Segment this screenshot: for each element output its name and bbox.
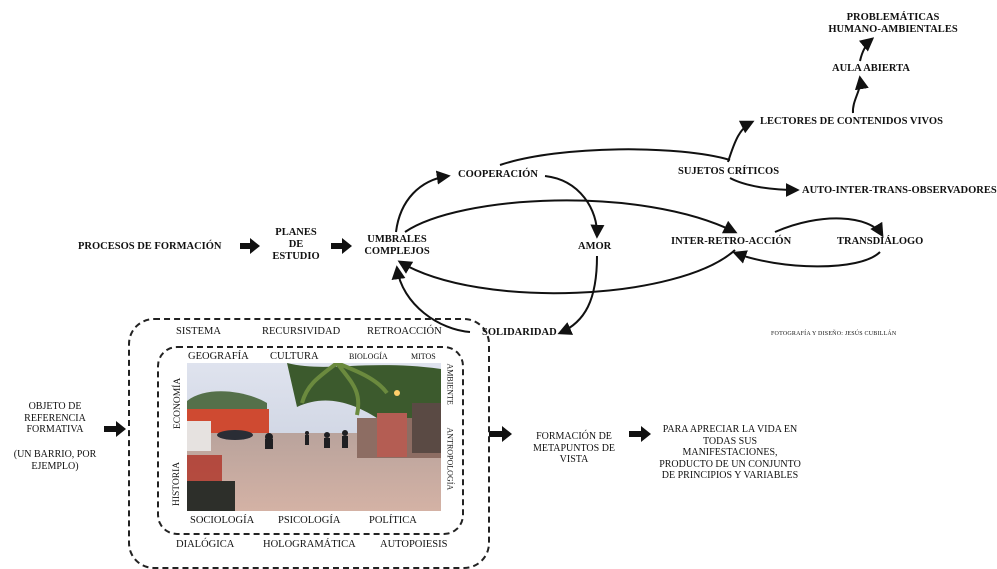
ring-sociologia: SOCIOLOGÍA xyxy=(190,515,255,526)
block-arrows xyxy=(104,238,651,442)
arrow-amor-solidaridad xyxy=(557,255,598,335)
arrow-cooperacion-amor xyxy=(544,175,605,239)
label-cooperacion: COOPERACIÓN xyxy=(458,169,538,180)
objeto-title: OBJETO DE REFERENCIA FORMATIVA xyxy=(24,401,86,435)
ring-ambiente: AMBIENTE xyxy=(445,363,455,405)
label-sujetos-criticos: SUJETOS CRÍTICOS xyxy=(678,166,780,177)
label-inter-retro: INTER-RETRO-ACCIÓN xyxy=(671,236,792,247)
label-umbrales: UMBRALES COMPLEJOS xyxy=(364,234,430,257)
ring-geografia: GEOGRAFÍA xyxy=(188,351,249,362)
connector-lines xyxy=(104,37,884,442)
ring-politica: POLÍTICA xyxy=(369,515,417,526)
block-arrow-procesos-planes xyxy=(240,238,260,254)
label-planes: PLANES DE ESTUDIO xyxy=(272,227,320,262)
label-aula-abierta: AULA ABIERTA xyxy=(832,63,910,74)
arrow-sujetos-lectores xyxy=(727,120,755,163)
label-lectores: LECTORES DE CONTENIDOS VIVOS xyxy=(760,116,943,127)
neighborhood-scene xyxy=(187,363,441,511)
ring-retroaccion: RETROACCIÓN xyxy=(367,326,442,337)
block-arrow-formacion-apreciar xyxy=(629,426,651,442)
block-arrow-objeto-box xyxy=(104,421,126,437)
arrow-umbrales-cooperacion xyxy=(395,170,451,233)
ring-autopoiesis: AUTOPOIESIS xyxy=(380,539,448,550)
ring-biologia: BIOLOGÍA xyxy=(349,352,388,361)
ring-historia: HISTORIA xyxy=(172,461,182,506)
label-procesos: PROCESOS DE FORMACIÓN xyxy=(78,241,222,252)
ring-psicologia: PSICOLOGÍA xyxy=(278,515,341,526)
arrow-cooperacion-sujetos xyxy=(499,148,731,166)
neighborhood-photo xyxy=(187,363,441,511)
ring-recursividad: RECURSIVIDAD xyxy=(262,326,341,337)
arrow-aula-problematicas xyxy=(858,37,875,62)
ring-cultura: CULTURA xyxy=(270,351,319,362)
arrow-interretro-transdialogo xyxy=(774,217,884,238)
label-auto-inter: AUTO-INTER-TRANS-OBSERVADORES xyxy=(802,185,997,196)
arrow-umbrales-interretro xyxy=(404,199,738,234)
label-solidaridad: SOLIDARIDAD xyxy=(482,327,557,338)
inner-dashed-frame xyxy=(157,346,464,535)
label-transdialogo: TRANSDIÁLOGO xyxy=(837,236,924,247)
ring-antropologia: ANTROPOLOGÍA xyxy=(445,427,455,491)
ring-mitos: MITOS xyxy=(411,352,436,361)
ring-hologramatica: HOLOGRAMÁTICA xyxy=(263,539,356,550)
arrow-solidaridad-umbrales xyxy=(391,265,471,333)
arrow-transdialogo-interretro xyxy=(732,250,881,268)
formacion-text: FORMACIÓN DE METAPUNTOS DE VISTA xyxy=(532,431,616,465)
arrow-lectores-aula xyxy=(851,75,869,114)
arrow-sujetos-autointer xyxy=(729,177,800,197)
ring-sistema: SISTEMA xyxy=(176,326,221,337)
label-amor: AMOR xyxy=(578,241,612,252)
block-arrow-planes-umbrales xyxy=(331,238,352,254)
label-problematicas: PROBLEMÁTICAS HUMANO-AMBIENTALES xyxy=(828,12,958,35)
ring-dialogica: DIALÓGICA xyxy=(176,539,235,550)
ring-economia: ECONOMÍA xyxy=(173,377,183,429)
block-arrow-box-formacion xyxy=(489,426,512,442)
objeto-note: (UN BARRIO, POR EJEMPLO) xyxy=(13,449,97,472)
arrow-interretro-umbrales xyxy=(397,249,736,295)
credit-text: FOTOGRAFÍA Y DISEÑO: JESÚS CUBILLÁN xyxy=(771,331,897,337)
apreciar-text: PARA APRECIAR LA VIDA EN TODAS SUS MANIF… xyxy=(659,424,801,481)
